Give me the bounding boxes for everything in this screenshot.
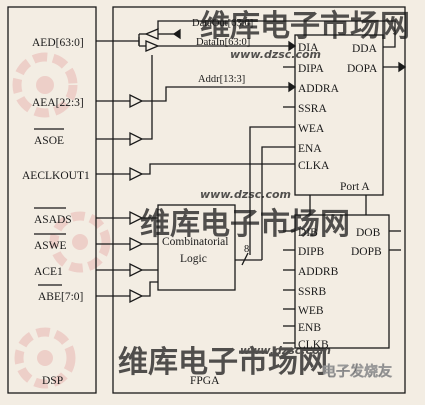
addr-line — [142, 86, 295, 102]
fpga-label: FPGA — [190, 375, 220, 387]
port-a-label: Port A — [340, 181, 370, 193]
dib-label: DIB — [298, 227, 318, 239]
combinatorial-label-line2: Logic — [180, 253, 207, 265]
aeclkout1-label: AECLKOUT1 — [22, 170, 90, 182]
ace1-label: ACE1 — [34, 266, 63, 278]
abe-to-logic — [142, 281, 158, 297]
clkb-label: CLKB — [298, 339, 329, 351]
clka-line — [142, 163, 295, 175]
clka-label: CLKA — [298, 160, 330, 172]
dataout-label: DataOut[63:0] — [192, 18, 253, 29]
ena-label: ENA — [298, 143, 322, 155]
aswe-label: ASWE — [34, 240, 67, 252]
addr-label: Addr[13:3] — [198, 74, 245, 85]
aed-label: AED[63:0] — [32, 37, 84, 49]
dopb-label: DOPB — [351, 246, 382, 258]
ace1-buffer — [129, 262, 144, 278]
asads-label: ASADS — [34, 214, 72, 226]
port-a-box — [294, 34, 384, 196]
watermark-url-top: www.dzsc.com — [230, 48, 321, 61]
port-b-box — [294, 214, 390, 349]
abe-label: ABE[7:0] — [38, 291, 83, 303]
watermark-brand-mid: 维库电子市场网 — [140, 207, 350, 242]
asoe-buffer — [129, 131, 144, 147]
watermark-logo-mid — [49, 211, 111, 273]
dataout-arrowhead — [172, 28, 181, 40]
enb-label: ENB — [298, 322, 321, 334]
addra-label: ADDRA — [298, 83, 340, 95]
addra-arrowhead — [288, 81, 297, 93]
dipb-label: DIPB — [298, 246, 325, 258]
watermark-brand-top: 维库电子市场网 — [200, 9, 410, 44]
asoe-enable-line — [142, 55, 153, 140]
watermark-brand-bottom: 维库电子市场网 — [118, 345, 328, 380]
watermark-footer: 电子发烧友 — [322, 363, 392, 380]
datain-arrowhead — [288, 40, 297, 52]
aeclkout1-buffer — [129, 166, 144, 182]
watermark-url-bottom: www.dzsc.com — [240, 344, 331, 357]
dsp-box — [7, 6, 97, 394]
fpga-box — [112, 6, 406, 394]
ena-line — [261, 146, 295, 260]
watermark-url-mid: www.dzsc.com — [200, 188, 291, 201]
dipa-label: DIPA — [298, 63, 324, 75]
dob-label: DOB — [356, 227, 381, 239]
ssrb-label: SSRB — [298, 286, 326, 298]
dopa-arrowhead — [398, 61, 407, 73]
combinatorial-label-line1: Combinatorial — [162, 236, 228, 248]
bus-width-label: 8 — [244, 244, 249, 255]
ssra-label: SSRA — [298, 103, 327, 115]
dataout-line — [157, 20, 396, 48]
bus-width-slash — [241, 252, 249, 266]
dataout-buffer — [144, 28, 159, 40]
datain-label: DataIn[63:0] — [196, 37, 250, 48]
aea-label: AEA[22:3] — [32, 97, 84, 109]
asoe-label: ASOE — [34, 135, 64, 147]
combinatorial-logic-box — [157, 204, 236, 291]
dia-label: DIA — [298, 42, 319, 54]
wea-label: WEA — [298, 123, 325, 135]
abe-buffer — [129, 288, 144, 304]
dda-label: DDA — [352, 43, 378, 55]
datain-buffer — [145, 40, 160, 52]
aea-buffer — [129, 93, 144, 109]
watermark-logo-top — [12, 52, 78, 118]
aswe-buffer — [129, 236, 144, 252]
addrb-label: ADDRB — [298, 266, 339, 278]
watermark-layer: 维库电子市场网 www.dzsc.com 维库电子市场网 www.dzsc.co… — [12, 9, 410, 389]
web-label: WEB — [298, 305, 324, 317]
dsp-label: DSP — [42, 375, 63, 387]
wea-line — [249, 126, 295, 255]
dopa-label: DOPA — [347, 63, 378, 75]
watermark-logo-bottom — [14, 327, 76, 389]
asads-buffer — [129, 210, 144, 226]
